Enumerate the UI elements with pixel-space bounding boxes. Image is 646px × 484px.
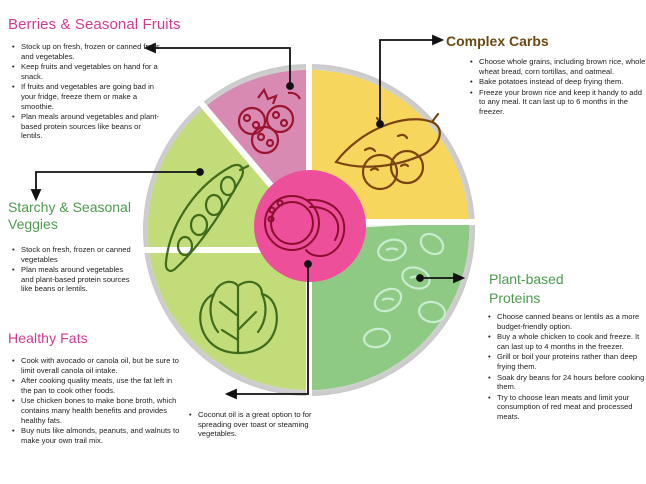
list-item: Plan meals around vegetables and plant-b… [12,112,163,141]
list-item: Buy nuts like almonds, peanuts, and waln… [12,426,183,445]
veggies-heading-line2: Veggies [8,216,58,232]
raspberry-icon [237,87,301,155]
list-item: Use chicken bones to make bone broth, wh… [12,396,183,425]
fats-connector [234,264,309,395]
list-item: Bake potatoes instead of deep frying the… [470,77,646,87]
carbs-heading: Complex Carbs [446,33,549,49]
list-item: Cook with avocado or canola oil, but be … [12,356,183,375]
fats-heading: Healthy Fats [8,330,88,346]
list-item: After cooking quality meats, use the fat… [12,376,183,395]
sweet-potato-icon [334,112,441,191]
list-item: Stock on fresh, frozen or canned vegetab… [12,245,137,264]
berries-heading: Berries & Seasonal Fruits [8,16,181,33]
list-item: Choose canned beans or lentils as a more… [488,312,646,331]
list-item: Keep fruits and vegetables on hand for a… [12,62,163,81]
list-item: Grill or boil your proteins rather than … [488,352,646,371]
beans-icon [363,232,447,349]
list-item: Stock up on fresh, frozen or canned frui… [12,42,163,61]
list-item: Soak dry beans for 24 hours before cooki… [488,373,646,392]
list-item: Try to choose lean meats and limit your … [488,393,646,422]
veggies-connector [35,171,200,192]
lettuce-icon [199,280,278,355]
coconut-icon [264,195,346,257]
veggies-tips: Stock on fresh, frozen or canned vegetab… [9,245,137,295]
list-item: Coconut oil is a great option to for spr… [189,410,338,439]
proteins-heading-line1: Plant-based [489,271,564,287]
fats-tips: Cook with avocado or canola oil, but be … [9,356,183,446]
list-item: Plan meals around vegetables and plant-b… [12,265,137,294]
list-item: Buy a whole chicken to cook and freeze. … [488,332,646,351]
list-item: If fruits and vegetables are going bad i… [12,82,163,111]
proteins-heading-line2: Proteins [489,290,541,306]
list-item: Freeze your brown rice and keep it handy… [470,88,646,117]
pea-pod-icon [164,163,250,272]
berries-tips: Stock up on fresh, frozen or canned frui… [9,42,163,142]
carbs-connector [379,39,436,124]
list-item: Choose whole grains, including brown ric… [470,57,646,76]
carbs-tips: Choose whole grains, including brown ric… [467,57,646,118]
coconut-oil-note: Coconut oil is a great option to for spr… [186,410,338,440]
proteins-tips: Choose canned beans or lentils as a more… [485,312,646,423]
veggies-heading-line1: Starchy & Seasonal [8,199,131,215]
berries-connector [153,47,291,86]
